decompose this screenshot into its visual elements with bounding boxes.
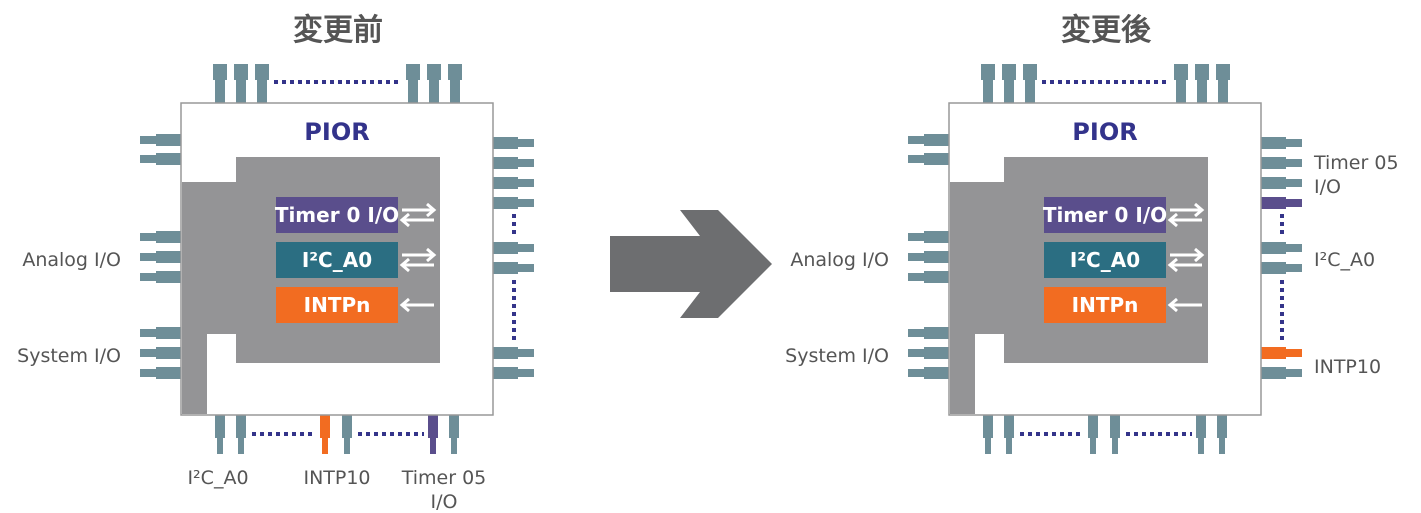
after-right-timer05-label: Timer 05 <box>1313 152 1399 174</box>
before-timer05-pin <box>428 412 438 438</box>
after-intp-block <box>1044 287 1166 323</box>
after-left-pins <box>908 134 950 379</box>
after-timer05-pin <box>1260 197 1286 209</box>
before-intp10-pin <box>320 412 330 438</box>
after-system-label: System I/O <box>785 345 889 367</box>
after-timer-label: Timer 0 I/O <box>1043 203 1167 227</box>
before-bottom-i2c-label: I²C_A0 <box>187 467 248 489</box>
before-right-pins <box>492 137 534 379</box>
before-intp-label: INTPn <box>304 293 371 317</box>
after-i2c-block <box>1044 242 1166 278</box>
after-right-intp10-label: INTP10 <box>1314 356 1381 378</box>
before-intp-block <box>276 287 398 323</box>
before-bottom-intp10-label: INTP10 <box>303 467 370 489</box>
after-block-arrows <box>1167 202 1205 313</box>
before-bottom-timer05-label: Timer 05 <box>401 467 487 489</box>
before-bottom-io-label: I/O <box>431 491 458 513</box>
after-pior-label: PIOR <box>1072 118 1137 146</box>
before-timer-block <box>276 197 398 233</box>
before-i2c-label: I²C_A0 <box>302 248 372 272</box>
before-pior-label: PIOR <box>304 118 369 146</box>
before-diagram: 変更前 <box>17 13 534 513</box>
before-block-arrows <box>399 202 437 313</box>
after-heading: 変更後 <box>1061 13 1152 48</box>
before-bottom-pins <box>215 412 459 454</box>
after-diagram: 変更後 <box>785 13 1399 454</box>
after-right-io-label: I/O <box>1314 176 1341 198</box>
after-top-pins <box>981 64 1230 104</box>
after-analog-label: Analog I/O <box>790 249 889 271</box>
before-top-pins <box>213 64 462 104</box>
before-i2c-block <box>276 242 398 278</box>
before-system-label: System I/O <box>17 345 121 367</box>
before-timer-label: Timer 0 I/O <box>275 203 399 227</box>
before-left-pins <box>140 134 182 379</box>
after-intp-label: INTPn <box>1072 293 1139 317</box>
after-i2c-label: I²C_A0 <box>1070 248 1140 272</box>
transition-arrow <box>610 210 772 318</box>
after-bottom-pins <box>983 412 1227 454</box>
before-analog-label: Analog I/O <box>22 249 121 271</box>
after-intp10-pin <box>1260 347 1286 359</box>
before-heading: 変更前 <box>293 13 383 48</box>
after-right-i2c-label: I²C_A0 <box>1314 249 1375 271</box>
after-right-pins <box>1260 137 1302 379</box>
after-timer-block <box>1044 197 1166 233</box>
